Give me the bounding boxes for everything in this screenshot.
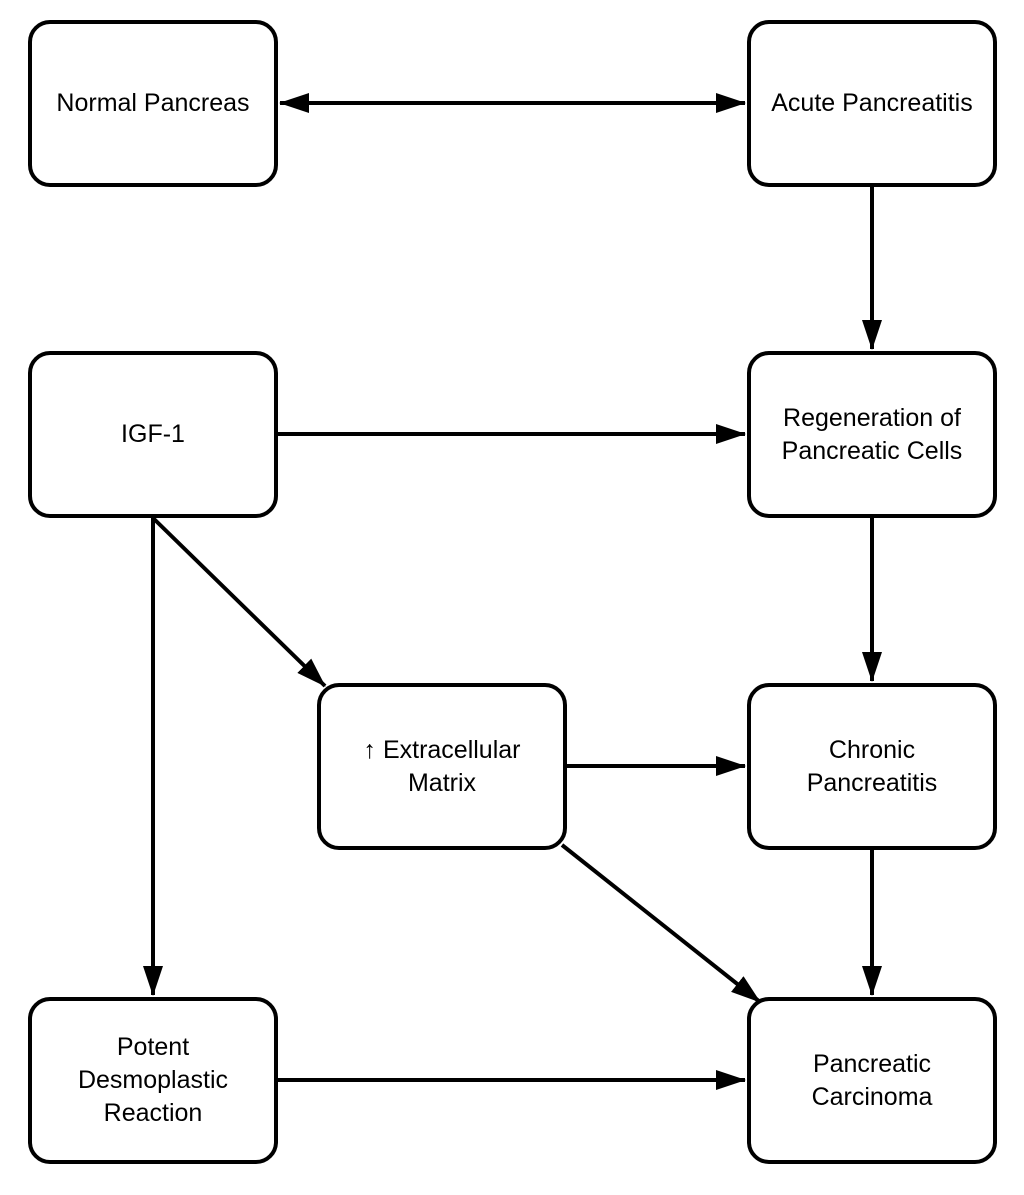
node-regeneration: Regeneration of Pancreatic Cells — [747, 351, 997, 518]
node-normal-pancreas: Normal Pancreas — [28, 20, 278, 187]
edge-group — [143, 93, 882, 1090]
node-label: Chronic Pancreatitis — [806, 735, 938, 797]
node-label: Potent Desmoplastic Reaction — [77, 1033, 229, 1127]
node-label: Regeneration of Pancreatic Cells — [781, 403, 963, 465]
node-pancreatic-carcinoma: Pancreatic Carcinoma — [747, 997, 997, 1164]
node-acute-pancreatitis: Acute Pancreatitis — [747, 20, 997, 187]
node-chronic-pancreatitis: Chronic Pancreatitis — [747, 683, 997, 850]
node-potent-desmoplastic-reaction: Potent Desmoplastic Reaction — [28, 997, 278, 1164]
edge-igf1-to-extracellular-matrix — [151, 516, 327, 688]
node-label: Pancreatic Carcinoma — [811, 1049, 933, 1111]
node-label: IGF-1 — [121, 420, 185, 448]
node-label: Normal Pancreas — [56, 89, 250, 117]
edge-extracellular-matrix-to-pancreatic-carcinoma — [560, 843, 762, 1004]
node-label: Acute Pancreatitis — [771, 89, 973, 117]
node-igf-1: IGF-1 — [28, 351, 278, 518]
node-extracellular-matrix: ↑ Extracellular Matrix — [317, 683, 567, 850]
node-label: ↑ Extracellular Matrix — [363, 735, 521, 797]
